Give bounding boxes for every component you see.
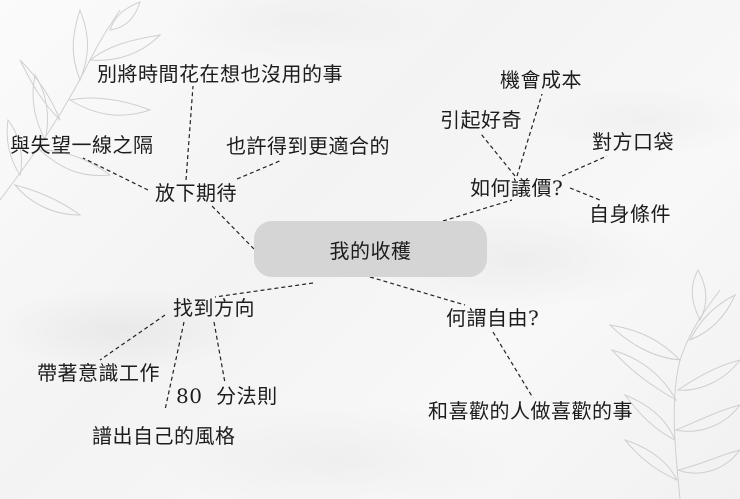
connector-release-to-time bbox=[185, 85, 194, 181]
leaf-work-with-awareness[interactable]: 帶著意識工作 bbox=[37, 361, 160, 385]
leaf-their-pocket[interactable]: 對方口袋 bbox=[592, 130, 674, 154]
leaf-80-rule[interactable]: 80 分法則 bbox=[176, 384, 278, 408]
leaf-own-style[interactable]: 譜出自己的風格 bbox=[92, 424, 236, 448]
branch-how-to-negotiate[interactable]: 如何議價? bbox=[470, 176, 564, 200]
connector-direction-to-8020 bbox=[213, 321, 226, 384]
leaf-branch-bottom-right-icon bbox=[608, 268, 740, 499]
center-node[interactable]: 我的收穫 bbox=[254, 221, 487, 277]
connector-negotiate-to-self bbox=[569, 187, 601, 201]
connector-direction-to-style bbox=[164, 321, 185, 411]
connector-freedom-to-love bbox=[492, 331, 534, 399]
connector-negotiate-to-curiosity bbox=[480, 133, 516, 177]
connector-center-to-release bbox=[211, 205, 255, 250]
connector-center-to-freedom bbox=[369, 276, 466, 306]
leaf-dont-waste-time[interactable]: 別將時間花在想也沒用的事 bbox=[97, 62, 343, 86]
leaf-branch-top-left-icon bbox=[0, 1, 162, 216]
connector-release-to-disappoint bbox=[82, 157, 149, 191]
connector-release-to-better bbox=[236, 159, 283, 180]
branch-find-direction[interactable]: 找到方向 bbox=[173, 296, 255, 320]
leaf-maybe-better[interactable]: 也許得到更適合的 bbox=[226, 134, 390, 158]
leaf-do-what-you-love[interactable]: 和喜歡的人做喜歡的事 bbox=[428, 399, 633, 423]
branch-what-is-freedom[interactable]: 何謂自由? bbox=[446, 306, 540, 330]
center-node-label: 我的收穫 bbox=[329, 238, 412, 263]
leaf-opportunity-cost[interactable]: 機會成本 bbox=[500, 68, 582, 92]
leaf-arouse-curiosity[interactable]: 引起好奇 bbox=[440, 108, 522, 132]
leaf-own-conditions[interactable]: 自身條件 bbox=[589, 202, 671, 226]
connector-negotiate-to-pocket bbox=[561, 155, 608, 177]
connector-center-to-negotiate bbox=[442, 199, 513, 222]
connector-center-to-direction bbox=[214, 282, 314, 298]
connector-direction-to-aware bbox=[99, 314, 166, 361]
leaf-close-to-disappointment[interactable]: 與失望一線之隔 bbox=[10, 133, 154, 157]
connector-negotiate-to-cost bbox=[516, 93, 543, 177]
branch-release-expectations[interactable]: 放下期待 bbox=[155, 181, 237, 205]
